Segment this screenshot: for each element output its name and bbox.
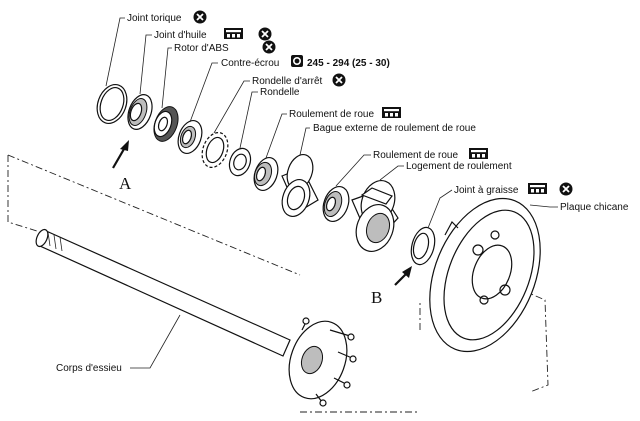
circled-x-icon — [261, 39, 277, 55]
circled-x-icon — [257, 26, 273, 42]
oil-seal-part — [127, 94, 153, 130]
grease-seal-part — [410, 226, 436, 266]
washer-part — [228, 147, 252, 177]
label-bague-externe: Bague externe de roulement de roue — [313, 123, 476, 134]
circled-x-icon — [192, 9, 208, 25]
lock-nut-part — [177, 119, 203, 155]
callout-arrow-a — [112, 140, 129, 169]
label-contre-ecrou: Contre-écrou — [221, 58, 279, 69]
callout-arrow-b — [394, 266, 412, 286]
label-roulement-roue-1: Roulement de roue — [289, 109, 374, 120]
grease-gun-icon — [469, 148, 488, 159]
torque-spec: 245 - 294 (25 - 30) — [307, 58, 390, 69]
marker-a: A — [119, 174, 132, 193]
o-ring-part — [96, 84, 128, 124]
label-plaque-chicane: Plaque chicane — [560, 202, 629, 213]
lock-washer-part — [201, 131, 229, 169]
grease-gun-icon — [528, 183, 547, 194]
grease-gun-icon — [224, 28, 243, 39]
abs-rotor-part — [153, 106, 179, 142]
label-rotor-abs: Rotor d'ABS — [174, 43, 229, 54]
leader-lines — [105, 17, 558, 369]
circled-x-icon — [558, 181, 574, 197]
circled-x-icon — [331, 72, 347, 88]
label-logement-roulement: Logement de roulement — [406, 161, 512, 172]
wheel-bearing-part-2 — [322, 185, 350, 223]
label-rondelle-arret: Rondelle d'arrêt — [252, 76, 323, 87]
torque-wrench-icon — [290, 54, 304, 68]
baffle-plate-part — [429, 197, 541, 353]
bearing-housing-part — [351, 180, 399, 252]
label-rondelle: Rondelle — [260, 87, 300, 98]
label-joint-torique: Joint torique — [127, 13, 182, 24]
label-corps-essieu: Corps d'essieu — [56, 363, 122, 374]
bearing-outer-race-part — [281, 153, 319, 217]
marker-b: B — [371, 288, 382, 307]
wheel-bearing-part-1 — [253, 156, 279, 192]
label-joint-graisse: Joint à graisse — [454, 185, 519, 196]
axle-shaft-part — [35, 228, 357, 407]
grease-gun-icon — [382, 107, 401, 118]
label-roulement-roue-2: Roulement de roue — [373, 150, 458, 161]
label-joint-huile: Joint d'huile — [154, 30, 207, 41]
